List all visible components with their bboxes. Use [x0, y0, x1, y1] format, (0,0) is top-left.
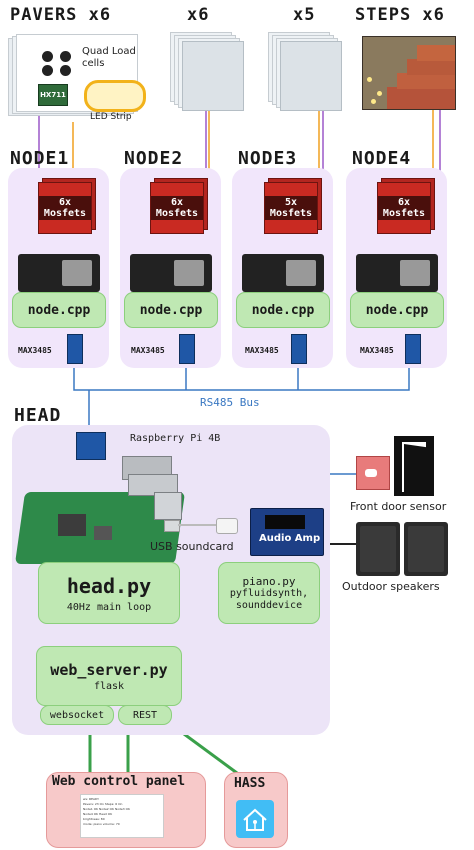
rest-endpoint[interactable]: REST: [118, 705, 172, 725]
node-4-code: node.cpp: [350, 292, 444, 328]
piano-py-title: piano.py: [242, 574, 296, 588]
node-3-mosfet-board: 5x Mosfets: [264, 178, 322, 234]
screen-line-3: Node1 OK Node2 OK Node3 OK: [83, 807, 130, 811]
web-server-title: web_server.py: [50, 660, 168, 679]
screen-line-1: ws: READY: [83, 797, 99, 801]
node-4-esp-board: [356, 254, 438, 292]
node-2-max-chip: [179, 334, 195, 364]
load-cell-icon: [38, 48, 78, 78]
audio-amp-label: Audio Amp: [259, 533, 321, 544]
node-1-max-chip: [67, 334, 83, 364]
node-4-title: NODE4: [352, 148, 412, 169]
piano-py-libs: pyfluidsynth, sounddevice: [229, 587, 309, 611]
rs485-bus-label: RS485 Bus: [200, 396, 260, 409]
hass-title: HASS: [234, 776, 266, 791]
node-3-code: node.cpp: [236, 292, 330, 328]
home-assistant-icon: [236, 800, 274, 838]
node-1-code: node.cpp: [12, 292, 106, 328]
node-2-code: node.cpp: [124, 292, 218, 328]
head-max-chip: [76, 432, 106, 460]
node-1-esp-board: [18, 254, 100, 292]
screen-line-5: brightness: 80: [83, 817, 105, 821]
head-py-box: head.py 40Hz main loop: [38, 562, 180, 624]
web-control-panel-title: Web control panel: [52, 774, 186, 789]
web-control-panel-screenshot: ws: READY Pavers: 23 On Steps: 6 On Node…: [80, 794, 164, 838]
node-2-max-label: MAX3485: [131, 346, 165, 355]
piano-py-box: piano.py pyfluidsynth, sounddevice: [218, 562, 320, 624]
node-3-mosfets-label: 5x Mosfets: [265, 196, 317, 220]
node-1-mosfet-board: 6x Mosfets: [38, 178, 96, 234]
node-4-max-label: MAX3485: [360, 346, 394, 355]
led-strip-icon: [84, 80, 146, 112]
screen-line-2: Pavers: 23 On Steps: 6 On: [83, 802, 123, 806]
node-1-title: NODE1: [10, 148, 70, 169]
steps-photo: [362, 36, 456, 110]
audio-amp-board: Audio Amp: [250, 508, 324, 556]
speakers-label: Outdoor speakers: [342, 580, 440, 593]
node-4-max-chip: [405, 334, 421, 364]
head-py-subtitle: 40Hz main loop: [66, 601, 152, 613]
web-server-box: web_server.py flask: [36, 646, 182, 706]
screen-line-6: mode: piano volume: 70: [83, 822, 120, 826]
door-sensor-icon: [356, 456, 390, 490]
col3-header: x5: [293, 5, 316, 25]
steps-header: STEPS x6: [355, 5, 445, 25]
node-2-mosfets-label: 6x Mosfets: [151, 196, 203, 220]
node-3-max-chip: [291, 334, 307, 364]
node-3-max-label: MAX3485: [245, 346, 279, 355]
speaker-left-icon: [356, 522, 400, 576]
web-server-flask: flask: [93, 680, 125, 692]
col2-header: x6: [187, 5, 210, 25]
node-4-mosfet-board: 6x Mosfets: [377, 178, 435, 234]
node-3-esp-board: [242, 254, 324, 292]
node-3-title: NODE3: [238, 148, 298, 169]
speaker-right-icon: [404, 522, 448, 576]
front-door-icon: [394, 436, 440, 496]
node-4-mosfets-label: 6x Mosfets: [378, 196, 430, 220]
node-1-mosfets-label: 6x Mosfets: [39, 196, 91, 220]
raspberry-pi-board: [14, 452, 186, 567]
node-2-esp-board: [130, 254, 212, 292]
head-py-title: head.py: [66, 573, 152, 598]
usb-soundcard-label: USB soundcard: [150, 540, 234, 553]
pavers-stack-2: [170, 32, 245, 112]
front-door-label: Front door sensor: [350, 500, 447, 513]
websocket-endpoint[interactable]: websocket: [40, 705, 114, 725]
head-title: HEAD: [14, 405, 62, 426]
node-2-mosfet-board: 6x Mosfets: [150, 178, 208, 234]
usb-soundcard-icon: [160, 512, 240, 538]
pavers-stack-1: Quad Load cells HX711 LED Strip: [8, 32, 153, 122]
pavers-header: PAVERS x6: [10, 5, 112, 25]
screen-line-4: Node4 OK Head OK: [83, 812, 113, 816]
pavers-stack-3: [268, 32, 343, 112]
hx711-board: HX711: [38, 84, 68, 106]
load-cells-label: Quad Load cells: [82, 46, 136, 69]
led-strip-label: LED Strip: [90, 112, 132, 122]
node-1-max-label: MAX3485: [18, 346, 52, 355]
node-2-title: NODE2: [124, 148, 184, 169]
rpi-label: Raspberry Pi 4B: [130, 433, 221, 444]
